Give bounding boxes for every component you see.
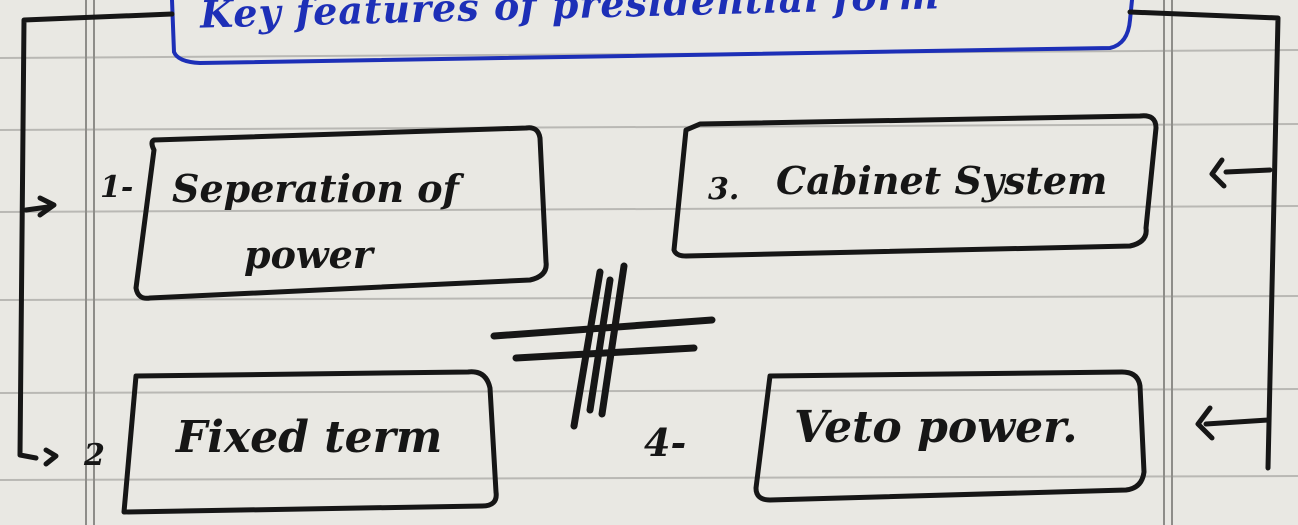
- feature-number-4: 4-: [644, 420, 687, 465]
- hash-doodle: [490, 262, 716, 430]
- right-bracket-arrow: [1127, 9, 1281, 471]
- feature-text-3: Cabinet System: [776, 158, 1108, 203]
- left-bracket-arrow: [17, 11, 175, 467]
- feature-box-2: [121, 369, 499, 515]
- feature-number-2: 2: [84, 438, 105, 473]
- feature-box-3: [671, 113, 1159, 259]
- feature-text-2: Fixed term: [176, 412, 443, 463]
- feature-number-3: 3.: [708, 172, 740, 207]
- feature-text-4: Veto power.: [794, 402, 1078, 453]
- title-box: [170, 0, 1134, 66]
- feature-text-1-line1: Seperation of: [172, 166, 459, 211]
- feature-text-1-line2: power: [244, 232, 373, 277]
- feature-number-1: 1-: [100, 170, 134, 205]
- feature-box-4: [753, 369, 1147, 503]
- ruled-lines: [0, 49, 1298, 481]
- margin-lines: [85, 0, 1173, 525]
- feature-box-1: [133, 125, 549, 301]
